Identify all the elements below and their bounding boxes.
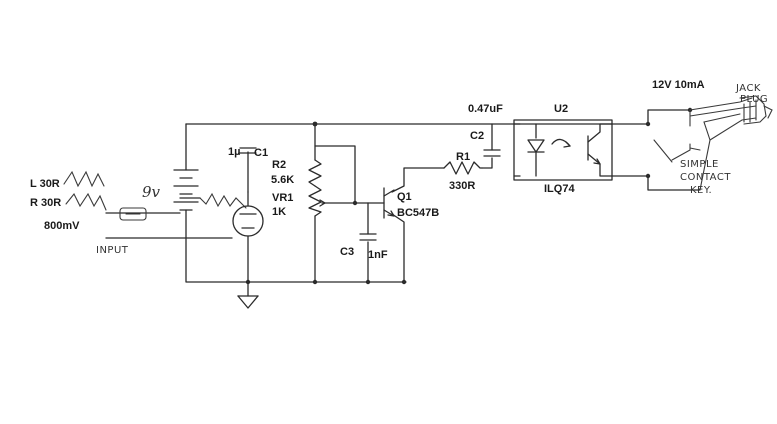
- label-key-3: KEY.: [690, 185, 712, 196]
- label-r1-value: 330R: [449, 180, 475, 192]
- junction-dots: [245, 107, 693, 285]
- label-r2: R2: [272, 159, 286, 171]
- ground-icon: [237, 295, 259, 309]
- optocoupler-u2: [513, 119, 613, 181]
- label-key-1: SIMPLE: [680, 159, 719, 170]
- speaker-resistors: [63, 170, 107, 211]
- label-c3: C3: [340, 246, 354, 258]
- label-r1: R1: [456, 151, 470, 163]
- labels: L 30R R 30R 800mV INPUT 9v 1µ C1 R2 5.6K…: [30, 79, 768, 261]
- jfet: [232, 191, 264, 283]
- label-supply: 12V 10mA: [652, 79, 705, 91]
- label-c1: C1: [254, 147, 268, 159]
- label-vr1: VR1: [272, 192, 293, 204]
- input-jack-sketch: [119, 207, 147, 221]
- resistor-r1: [443, 161, 483, 175]
- label-input: INPUT: [96, 245, 129, 256]
- jack-plug-sketch: [689, 95, 773, 191]
- capacitor-c2: [483, 149, 501, 157]
- label-c2: C2: [470, 130, 484, 142]
- resistor-r2: [308, 159, 322, 187]
- label-u2-part: ILQ74: [544, 183, 575, 195]
- label-q1: Q1: [397, 191, 412, 203]
- contact-key-sketch: [653, 109, 701, 163]
- label-c1-value: 1µ: [228, 146, 240, 158]
- label-u2: U2: [554, 103, 568, 115]
- label-jack-1: JACK: [735, 83, 761, 94]
- battery-9v: [173, 169, 199, 211]
- potentiometer-vr1: [308, 185, 326, 217]
- label-r-speaker: R 30R: [30, 197, 61, 209]
- label-l-speaker: L 30R: [30, 178, 60, 190]
- capacitor-c1: [239, 147, 257, 154]
- label-vr1-value: 1K: [272, 206, 286, 218]
- capacitor-c3: [359, 233, 377, 241]
- label-r2-value: 5.6K: [271, 174, 294, 186]
- label-q1-part: BC547B: [397, 207, 439, 219]
- wires: [105, 109, 701, 297]
- label-level: 800mV: [44, 220, 80, 232]
- label-c3-value: 1nF: [368, 249, 388, 261]
- transistor-q1: [367, 187, 395, 219]
- label-9v: 9v: [142, 183, 161, 201]
- label-key-2: CONTACT: [680, 172, 731, 183]
- label-c2-value: 0.47uF: [468, 103, 503, 115]
- gate-resistor: [199, 192, 247, 209]
- label-jack-2: PLUG: [740, 94, 768, 105]
